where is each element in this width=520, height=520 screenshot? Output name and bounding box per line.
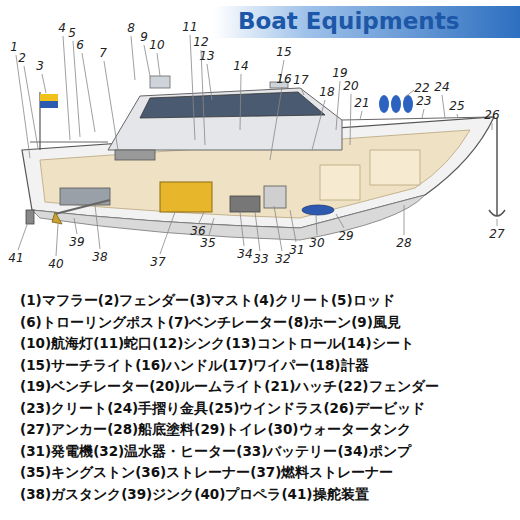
callout-number: 5 [68, 26, 76, 40]
callout-number: 36 [190, 224, 205, 238]
callout-number: 41 [8, 251, 23, 265]
callout-number: 7 [99, 46, 107, 60]
callout-number: 10 [149, 38, 164, 52]
callout-number: 14 [233, 59, 248, 73]
callout-number: 16 [276, 72, 291, 86]
callout-number: 22 [414, 81, 429, 95]
callout-number: 13 [199, 49, 214, 63]
callout-number: 23 [416, 94, 431, 108]
callout-number: 18 [319, 85, 334, 99]
callout-number: 19 [332, 66, 347, 80]
callout-number: 2 [18, 51, 26, 65]
callout-number: 17 [293, 73, 308, 87]
callout-number: 35 [200, 236, 215, 250]
callout-number: 28 [396, 236, 411, 250]
callout-number: 39 [69, 235, 84, 249]
callout-number: 31 [289, 243, 304, 257]
callout-number: 30 [309, 236, 324, 250]
callout-number: 6 [76, 38, 84, 52]
parts-list-line: (10)航海灯(11)蛇口(12)シンク(13)コントロール(14)シート [20, 335, 414, 353]
callout-number: 9 [140, 30, 148, 44]
callout-number: 25 [449, 99, 464, 113]
callout-number: 15 [276, 45, 291, 59]
callout-number: 11 [182, 20, 197, 34]
callout-number: 8 [127, 21, 135, 35]
callout-number: 38 [92, 250, 107, 264]
callout-number: 3 [36, 59, 44, 73]
callout-number: 34 [237, 247, 252, 261]
callout-number: 24 [434, 80, 449, 94]
parts-list-line: (6)トローリングポスト(7)ベンチレーター(8)ホーン(9)風見 [20, 314, 401, 332]
parts-list-line: (35)キングストン(36)ストレーナー(37)燃料ストレーナー [20, 464, 393, 482]
callout-number: 33 [253, 252, 268, 266]
callout-number: 26 [484, 108, 499, 122]
callout-number: 12 [193, 35, 208, 49]
callout-number: 29 [338, 229, 353, 243]
parts-list-line: (27)アンカー(28)船底塗料(29)トイレ(30)ウォータータンク [20, 421, 411, 439]
callout-number: 4 [58, 21, 66, 35]
callout-number: 40 [48, 257, 63, 271]
callout-number: 1 [10, 40, 18, 54]
parts-list-line: (1)マフラー(2)フェンダー(3)マスト(4)クリート(5)ロッド [20, 292, 395, 310]
callout-number: 20 [343, 79, 358, 93]
parts-list-line: (23)クリート(24)手摺り金具(25)ウインドラス(26)デービッド [20, 400, 425, 418]
parts-list-line: (19)ベンチレーター(20)ルームライト(21)ハッチ(22)フェンダー [20, 378, 439, 396]
title: Boat Equipments [238, 8, 459, 34]
parts-list-line: (38)ガスタンク(39)ジンク(40)プロペラ(41)操舵装置 [20, 486, 369, 504]
callout-number: 21 [354, 96, 369, 110]
callout-number: 37 [150, 255, 165, 269]
parts-list-line: (31)発電機(32)温水器・ヒーター(33)バッテリー(34)ポンプ [20, 443, 411, 461]
callout-number: 27 [489, 227, 504, 241]
callout-number: 32 [275, 252, 290, 266]
parts-list-line: (15)サーチライト(16)ハンドル(17)ワイパー(18)計器 [20, 357, 369, 375]
